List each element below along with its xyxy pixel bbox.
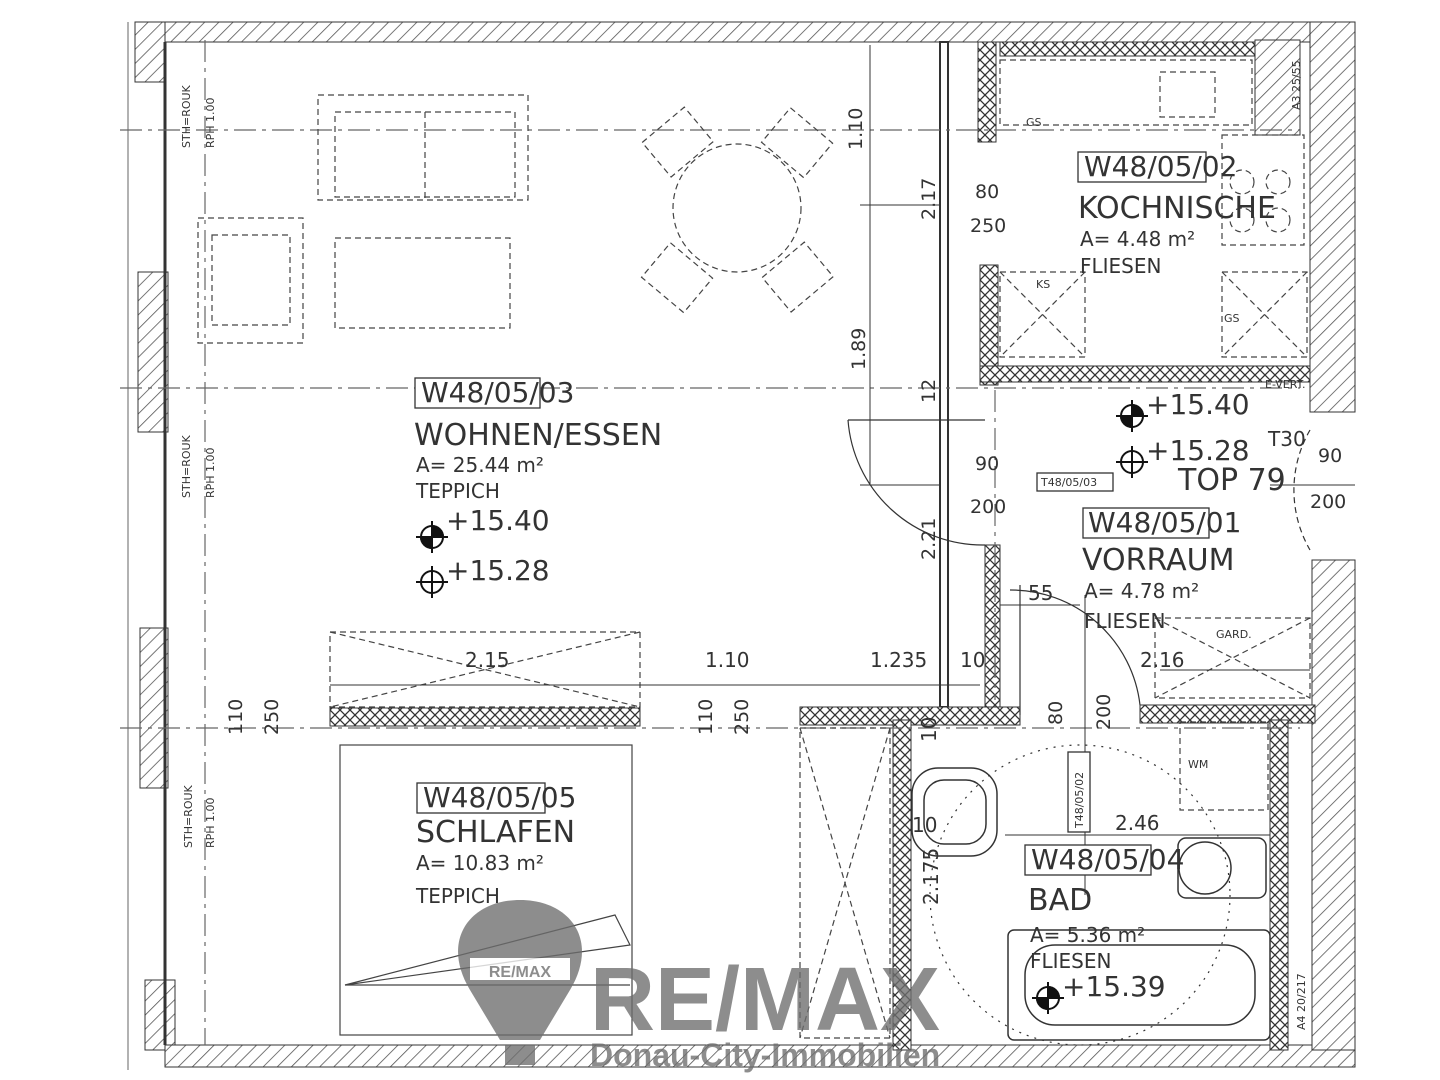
inner-walls: [329, 41, 1316, 1051]
room-code-boxes: [414, 151, 1210, 876]
level-markers: [416, 400, 1148, 1014]
doors: [847, 419, 1311, 1046]
dim-label: 1.10: [705, 648, 750, 672]
level-marker-icon: [416, 521, 448, 553]
door-tag-vorraum: T48/05/03: [1040, 476, 1097, 489]
furniture: [197, 94, 835, 344]
bath-fixtures: [911, 767, 1271, 1041]
fixture-gs-bottom: GS: [1224, 312, 1240, 325]
room-code-schlafen: W48/05/05: [423, 781, 576, 814]
dim-label: 55: [1028, 581, 1053, 605]
top-label: TOP 79: [1177, 463, 1286, 498]
door-tag-bad: T48/05/02: [1073, 772, 1086, 829]
room-area-bad: A= 5.36 m²: [1030, 923, 1145, 947]
room-name-kochnische: KOCHNISCHE: [1078, 191, 1276, 226]
fixture-wm: WM: [1188, 758, 1208, 771]
wall-note: RPH 1.00: [204, 97, 217, 148]
dim-label: 250: [731, 699, 753, 735]
dim-label: 200: [1093, 694, 1115, 730]
balloon-icon: [458, 900, 582, 1065]
dim-label: 2.16: [1140, 648, 1185, 672]
level-wohnen-1: +15.40: [446, 504, 550, 537]
level-marker-icon: [1116, 400, 1148, 432]
room-code-kochnische: W48/05/02: [1084, 150, 1237, 183]
dim-label: 10: [917, 717, 941, 742]
axis-lines: [120, 40, 1300, 1045]
room-floor-bad: FLIESEN: [1030, 949, 1111, 973]
dim-label: 2.15: [465, 648, 510, 672]
dim-label: 10: [912, 813, 937, 837]
dim-label: 1.235: [870, 648, 927, 672]
room-floor-vorraum: FLIESEN: [1084, 609, 1165, 633]
level-marker-icon: [1032, 982, 1064, 1014]
room-area-vorraum: A= 4.78 m²: [1084, 579, 1199, 603]
dim-label: 110: [225, 699, 247, 735]
room-name-bad: BAD: [1028, 883, 1092, 918]
remax-logo: RE/MAX RE/MAX Donau-City-Immobilien: [458, 900, 940, 1073]
room-floor-schlafen: TEPPICH: [415, 884, 500, 908]
fixture-evert: E-VERT.: [1265, 378, 1306, 391]
room-area-kochnische: A= 4.48 m²: [1080, 227, 1195, 251]
room-name-wohnen: WOHNEN/ESSEN: [414, 418, 662, 453]
logo-wordmark: RE/MAX: [590, 950, 940, 1050]
room-floor-kochnische: FLIESEN: [1080, 254, 1161, 278]
dim-label: 90: [975, 453, 999, 475]
balloon-text: RE/MAX: [489, 964, 552, 981]
wardrobes: [329, 59, 1311, 1039]
level-vorraum-2: +15.28: [1146, 434, 1250, 467]
door-height-top: 200: [1310, 491, 1346, 513]
wall-note: RPH 1.00: [204, 797, 217, 848]
dim-label: 250: [970, 215, 1006, 237]
level-bad: +15.39: [1062, 970, 1166, 1003]
room-area-wohnen: A= 25.44 m²: [416, 453, 544, 477]
logo-tagline: Donau-City-Immobilien: [590, 1037, 940, 1073]
wall-notes: STH=ROUK RPH 1.00 STH=ROUK RPH 1.00 STH=…: [180, 60, 1308, 1030]
fixture-gs-top: GS: [1026, 116, 1042, 129]
room-area-schlafen: A= 10.83 m²: [416, 851, 544, 875]
door-label-t30: T30: [1267, 427, 1306, 451]
fixture-ks: KS: [1036, 278, 1050, 291]
level-wohnen-2: +15.28: [446, 554, 550, 587]
wall-note: A4 20/217: [1295, 973, 1308, 1030]
wall-note: STH=ROUK: [182, 784, 195, 848]
level-marker-icon: [416, 566, 448, 598]
room-name-schlafen: SCHLAFEN: [416, 815, 575, 850]
room-code-bad: W48/05/04: [1031, 843, 1184, 876]
dim-label: 80: [1045, 701, 1067, 725]
dim-label: 2.46: [1115, 811, 1160, 835]
dim-label: 80: [975, 181, 999, 203]
room-floor-wohnen: TEPPICH: [415, 479, 500, 503]
dim-label: 12: [918, 379, 940, 403]
wall-note: STH=ROUK: [180, 84, 193, 148]
room-code-vorraum: W48/05/01: [1088, 506, 1241, 539]
dim-label: 2.17: [918, 178, 940, 220]
dim-label: 250: [261, 699, 283, 735]
outer-walls: [127, 21, 1356, 1070]
dim-label: 10: [960, 648, 985, 672]
dimension-labels: 1.10 2.17 80 250 1.89 12 90 200 2.21 55 …: [225, 108, 1185, 905]
wall-note: STH=ROUK: [180, 434, 193, 498]
wall-note: RPH 1.00: [204, 447, 217, 498]
dim-label: 1.10: [845, 108, 867, 150]
dim-label: 110: [695, 699, 717, 735]
dim-label: 200: [970, 496, 1006, 518]
room-name-vorraum: VORRAUM: [1082, 543, 1234, 578]
wall-note: A3 25/55: [1290, 60, 1303, 110]
dim-label: 1.89: [848, 328, 870, 370]
door-width-top: 90: [1318, 445, 1342, 467]
level-marker-icon: [1116, 446, 1148, 478]
dim-label: 2.21: [918, 518, 940, 560]
dim-label: 2.175: [919, 848, 943, 905]
room-code-wohnen: W48/05/03: [421, 376, 574, 409]
fixture-gard: GARD.: [1216, 628, 1252, 641]
level-vorraum-1: +15.40: [1146, 388, 1250, 421]
